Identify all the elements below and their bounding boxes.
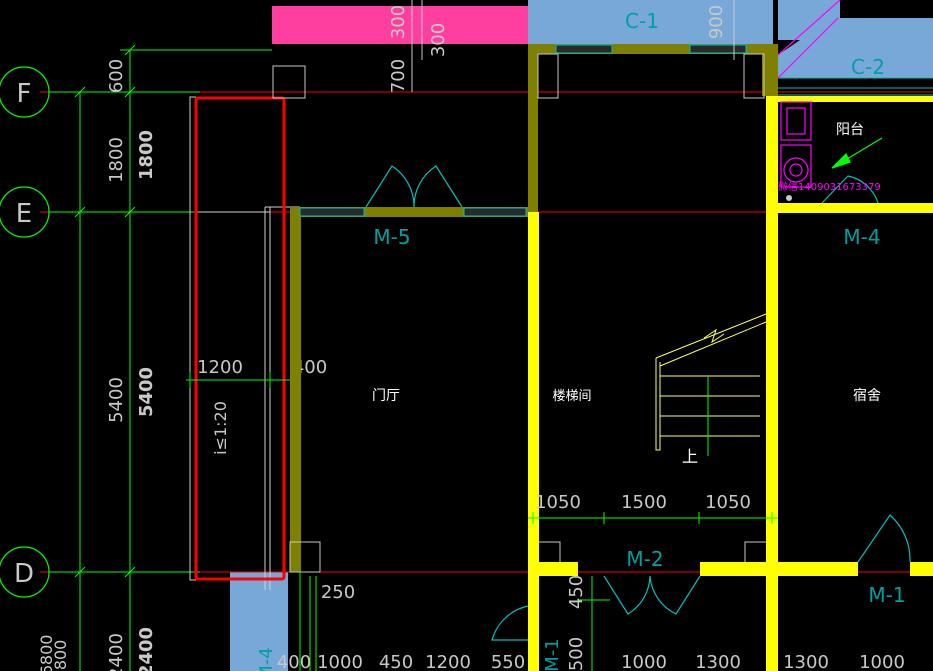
balcony-slope-arrow [831, 137, 883, 169]
bottom-blue-area [230, 572, 288, 671]
dim-left-5400-b: 5400 [136, 367, 157, 417]
dim-stair-1050-a: 1050 [535, 492, 581, 513]
dim-450-vertical: 450 [566, 575, 587, 609]
dim-bottom-500: 500 [566, 637, 587, 671]
dim-bottom-1000-a: 1000 [317, 652, 363, 671]
door-m1[interactable] [857, 514, 911, 563]
label-c2: C-2 [851, 55, 885, 79]
dim-top-900: 900 [706, 5, 727, 39]
stair [655, 313, 767, 451]
door-m1-left[interactable] [491, 605, 529, 641]
lower-dim-lines [299, 572, 610, 671]
dim-top-300-a: 300 [388, 5, 409, 39]
ramp-outline [189, 96, 300, 590]
label-c1: C-1 [625, 9, 659, 33]
stair-up-label: 上 [682, 447, 698, 466]
dim-bottom-1000-c: 1000 [859, 652, 905, 671]
magenta-diagonals [777, 0, 841, 79]
dim-left-1800-a: 1800 [106, 137, 127, 183]
top-dim-lines [411, 0, 735, 92]
label-m4: M-4 [843, 225, 880, 249]
label-m1-vertical: M-1 [542, 638, 563, 671]
wall-openings [299, 44, 747, 217]
room-lobby[interactable]: 门厅 [372, 388, 400, 404]
window-c2-area [778, 0, 933, 78]
dim-left-2400-a: 2400 [106, 633, 127, 671]
window-c1-area [528, 0, 773, 44]
dim-left-600: 600 [106, 59, 127, 93]
dim-left-6800: 6800 [51, 640, 70, 671]
dim-ramp-1200: 1200 [197, 357, 243, 378]
olive-walls [290, 44, 778, 572]
floor-drain-icon [786, 195, 792, 201]
axis-label-e: E [16, 199, 32, 229]
label-m5: M-5 [373, 225, 410, 249]
dim-left-1800-b: 1800 [136, 130, 157, 180]
dim-stair-1050-b: 1050 [705, 492, 751, 513]
dim-wall-400: 400 [293, 357, 327, 378]
stair-dim-lines [528, 512, 778, 524]
dim-top-300-b: 300 [428, 23, 449, 57]
dim-left-5400-a: 5400 [106, 377, 127, 423]
door-m2[interactable] [603, 575, 701, 615]
ramp-highlight-box[interactable] [194, 96, 286, 581]
label-m1: M-1 [868, 583, 905, 607]
dim-bottom-400: 400 [277, 652, 311, 671]
dim-bottom-550: 550 [491, 652, 525, 671]
room-dorm[interactable]: 宿舍 [853, 387, 881, 404]
label-m4-vertical: M-4 [256, 647, 277, 671]
axis-e[interactable]: E [0, 186, 80, 238]
dim-bottom-1300-b: 1300 [783, 652, 829, 671]
dim-bottom-1300-a: 1300 [695, 652, 741, 671]
dim-left-2400-b: 2400 [136, 627, 157, 671]
door-m5[interactable] [365, 165, 463, 208]
dim-top-700: 700 [388, 59, 409, 93]
dim-left-16800: 16800 [37, 635, 56, 671]
room-stairwell[interactable]: 楼梯间 [552, 389, 591, 404]
axis-label-d: D [14, 559, 34, 589]
dim-bottom-1200: 1200 [425, 652, 471, 671]
balcony-fixtures [780, 101, 812, 188]
left-dim-lines [74, 44, 272, 671]
axis-label-f: F [17, 79, 32, 109]
dim-bottom-1000-b: 1000 [621, 652, 667, 671]
room-balcony[interactable]: 阳台 [836, 122, 864, 138]
label-m2: M-2 [626, 547, 663, 571]
dim-stair-1500: 1500 [621, 492, 667, 513]
columns [272, 53, 771, 573]
grid-red [40, 91, 933, 573]
axis-f[interactable]: F [0, 66, 80, 118]
ramp-slope-label: i≤1:20 [211, 401, 230, 455]
dim-250: 250 [321, 582, 355, 603]
magenta-note: 微信1409031673379 [778, 180, 881, 193]
yellow-walls [528, 96, 933, 671]
window-c2-lines [778, 77, 933, 96]
dim-bottom-450: 450 [379, 652, 413, 671]
pink-slab [272, 6, 528, 44]
door-m4[interactable] [821, 175, 879, 204]
